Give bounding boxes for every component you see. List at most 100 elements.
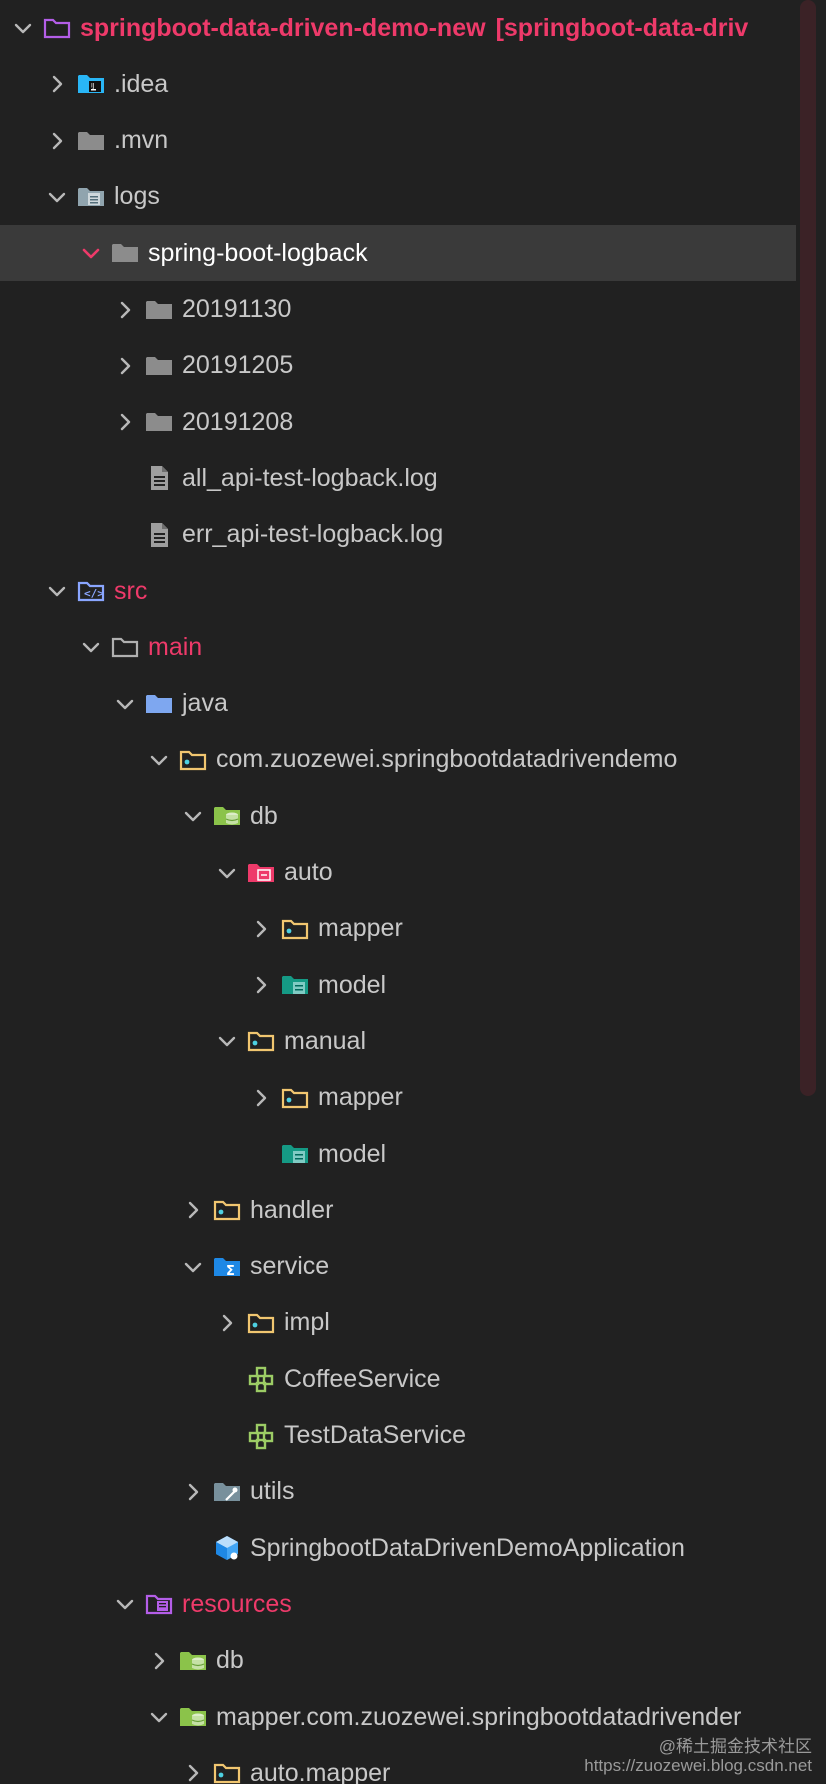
arrow-spacer <box>212 1364 242 1394</box>
tree-row[interactable]: spring-boot-logback <box>0 225 796 282</box>
chevron-right-icon[interactable] <box>246 1083 276 1113</box>
chevron-right-icon[interactable] <box>110 351 140 381</box>
package-folder-icon <box>278 1081 312 1115</box>
log-file-icon <box>142 461 176 495</box>
chevron-right-icon[interactable] <box>110 295 140 325</box>
tree-row[interactable]: .mvn <box>0 113 796 169</box>
tree-row[interactable]: auto.mapper <box>0 1745 796 1784</box>
folder-gray-icon <box>74 124 108 158</box>
tree-row[interactable]: impl <box>0 1295 796 1351</box>
chevron-down-icon[interactable] <box>110 1589 140 1619</box>
tree-row[interactable]: springboot-data-driven-demo-new [springbo… <box>0 0 796 56</box>
tree-row[interactable]: err_api-test-logback.log <box>0 507 796 563</box>
tree-row[interactable]: resources <box>0 1576 796 1632</box>
chevron-right-icon[interactable] <box>42 69 72 99</box>
tree-row[interactable]: </>src <box>0 563 796 619</box>
tree-row[interactable]: mapper <box>0 901 796 957</box>
folder-outline-gray-icon <box>108 630 142 664</box>
tree-item-label: logs <box>114 182 160 211</box>
tree-row[interactable]: java <box>0 676 796 732</box>
arrow-spacer <box>178 1533 208 1563</box>
tree-row[interactable]: db <box>0 1633 796 1689</box>
chevron-down-icon[interactable] <box>178 1252 208 1282</box>
tree-row[interactable]: handler <box>0 1182 796 1238</box>
tree-item-label: 20191208 <box>182 407 294 436</box>
tree-row[interactable]: auto <box>0 845 796 901</box>
arrow-spacer <box>110 520 140 550</box>
svg-text:IJ: IJ <box>91 83 95 90</box>
tree-row[interactable]: mapper <box>0 1070 796 1126</box>
package-folder-icon <box>278 912 312 946</box>
tree-item-label: utils <box>250 1477 295 1506</box>
interface-icon <box>244 1419 278 1453</box>
chevron-down-icon[interactable] <box>212 1026 242 1056</box>
folder-gray-icon <box>142 293 176 327</box>
tree-row[interactable]: model <box>0 1126 796 1182</box>
chevron-down-icon[interactable] <box>76 238 106 268</box>
tree-item-label: java <box>182 689 228 718</box>
tree-row[interactable]: 20191205 <box>0 338 796 394</box>
chevron-down-icon[interactable] <box>76 632 106 662</box>
chevron-right-icon[interactable] <box>178 1758 208 1784</box>
chevron-down-icon[interactable] <box>110 689 140 719</box>
chevron-down-icon[interactable] <box>42 182 72 212</box>
tree-row[interactable]: all_api-test-logback.log <box>0 450 796 506</box>
tree-item-label: main <box>148 632 203 661</box>
watermark-url: https://zuozewei.blog.csdn.net <box>584 1756 812 1775</box>
tree-row[interactable]: manual <box>0 1013 796 1069</box>
tree-item-label: manual <box>284 1026 366 1055</box>
tree-item-label: all_api-test-logback.log <box>182 463 438 492</box>
chevron-right-icon[interactable] <box>178 1195 208 1225</box>
tree-row[interactable]: 20191130 <box>0 282 796 338</box>
tree-row[interactable]: main <box>0 619 796 675</box>
module-name-label: [springboot-data-driv <box>495 13 749 42</box>
tree-row[interactable]: model <box>0 957 796 1013</box>
arrow-spacer <box>212 1421 242 1451</box>
folder-gray-icon <box>108 236 142 270</box>
tree-item-label: 20191205 <box>182 351 294 380</box>
chevron-down-icon[interactable] <box>8 13 38 43</box>
tree-row[interactable]: mapper.com.zuozewei.springbootdatadriven… <box>0 1689 796 1745</box>
tree-row[interactable]: utils <box>0 1464 796 1520</box>
svg-text:Σ: Σ <box>226 1264 235 1279</box>
package-folder-icon <box>210 1756 244 1784</box>
tree-row[interactable]: 20191208 <box>0 394 796 450</box>
package-folder-icon <box>210 1193 244 1227</box>
database-folder-icon <box>176 1700 210 1734</box>
tree-row[interactable]: com.zuozewei.springbootdatadrivendemo <box>0 732 796 788</box>
chevron-right-icon[interactable] <box>178 1477 208 1507</box>
chevron-down-icon[interactable] <box>144 745 174 775</box>
chevron-right-icon[interactable] <box>246 914 276 944</box>
folder-blue-icon <box>142 687 176 721</box>
chevron-right-icon[interactable] <box>144 1646 174 1676</box>
tree-item-label: db <box>250 801 278 830</box>
tree-item-label: springboot-data-driven-demo-new <box>80 13 486 42</box>
chevron-down-icon[interactable] <box>178 801 208 831</box>
arrow-spacer <box>246 1139 276 1169</box>
chevron-right-icon[interactable] <box>246 970 276 1000</box>
package-folder-icon <box>176 743 210 777</box>
chevron-down-icon[interactable] <box>42 576 72 606</box>
database-folder-icon <box>176 1644 210 1678</box>
chevron-right-icon[interactable] <box>212 1308 242 1338</box>
tree-row[interactable]: SpringbootDataDrivenDemoApplication <box>0 1520 796 1576</box>
vertical-scrollbar[interactable] <box>800 0 816 1096</box>
chevron-right-icon[interactable] <box>110 407 140 437</box>
package-folder-icon <box>244 1306 278 1340</box>
resources-folder-icon <box>142 1587 176 1621</box>
tree-row[interactable]: CoffeeService <box>0 1351 796 1407</box>
tree-row[interactable]: logs <box>0 169 796 225</box>
chevron-down-icon[interactable] <box>212 858 242 888</box>
utils-folder-icon <box>210 1475 244 1509</box>
chevron-right-icon[interactable] <box>42 126 72 156</box>
tree-item-label: auto <box>284 858 333 886</box>
tree-row[interactable]: db <box>0 788 796 844</box>
tree-row[interactable]: IJ.idea <box>0 56 796 112</box>
tree-row[interactable]: TestDataService <box>0 1408 796 1464</box>
project-tree: springboot-data-driven-demo-new [springbo… <box>0 0 796 1784</box>
tree-item-label: .mvn <box>114 126 169 155</box>
chevron-down-icon[interactable] <box>144 1702 174 1732</box>
database-folder-icon <box>210 799 244 833</box>
folder-gray-icon <box>142 405 176 439</box>
